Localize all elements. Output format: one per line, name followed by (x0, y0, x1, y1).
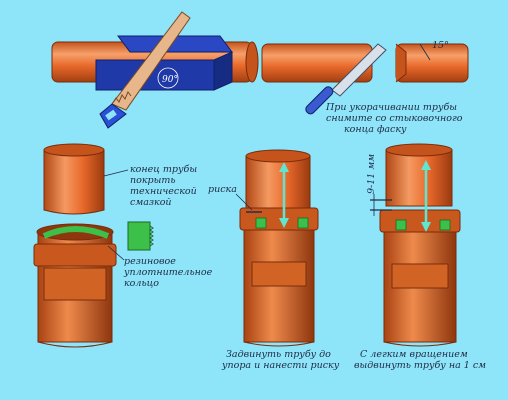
seal-left-2 (395, 219, 407, 231)
seal-line2: уплотнительное (123, 267, 213, 278)
lube-line2: покрыть (130, 175, 176, 186)
socket-collar (33, 243, 117, 267)
file-blade (331, 43, 387, 97)
withdrawn-pipe-rim (385, 143, 453, 157)
lube-pointer (103, 169, 129, 177)
lube-line3: технической (130, 186, 197, 197)
chamfer-edge (395, 43, 407, 83)
seal-left (255, 217, 267, 229)
mark-arrow-head-bottom (279, 218, 289, 228)
withdraw-step: 9-11 мм С легким вращением выдвинуть тру… (354, 143, 486, 371)
step3-line2: упора и нанести риску (221, 360, 340, 371)
withdrawn-socket-step (391, 263, 449, 289)
lube-line4: смазкой (130, 197, 172, 208)
lube-line1: конец трубы (130, 164, 197, 175)
seal-ring (42, 226, 110, 239)
chamfer-note-line3: конца фаску (344, 124, 407, 135)
chamfer-note-line1: При укорачивании трубы (325, 102, 457, 113)
mark-arrow-head-top (279, 162, 289, 172)
mark-label: риска (208, 184, 237, 195)
seal-pointer (107, 245, 125, 261)
seal-right-2 (439, 219, 451, 231)
gap-label: 9-11 мм (366, 154, 377, 194)
angle-15-label: 15° (432, 40, 449, 51)
saw-handle-grip (105, 109, 117, 121)
withdraw-arrow-head-top (421, 160, 431, 170)
seal-line3: кольцо (124, 278, 159, 289)
seal-ring-sample-teeth (149, 225, 154, 247)
inserted-socket-bottom (243, 341, 315, 347)
seal-right (297, 217, 309, 229)
saw-blade (111, 11, 191, 111)
angle-indicator (419, 43, 431, 61)
angle-badge (157, 67, 179, 89)
step4-line1: С легким вращением (360, 349, 468, 360)
socket-bottom (37, 341, 113, 348)
pipe-top-rim (43, 143, 105, 157)
mark-pointer (235, 193, 253, 211)
lubricate-step: конец трубы покрыть технической смазкой … (33, 143, 213, 348)
step3-line1: Задвинуть трубу до (226, 349, 331, 360)
inserted-socket-step (251, 261, 307, 287)
miter-box-side (213, 51, 233, 91)
socket-inner-step (43, 267, 107, 301)
insert-step: риска Задвинуть трубу до упора и нанести… (208, 149, 340, 371)
angle-90-label: 90° (162, 75, 178, 85)
chamfer-note-line2: снимите со стыковочного (326, 113, 463, 124)
seal-line1: резиновое (124, 256, 176, 267)
saw-teeth (111, 91, 132, 105)
cutting-step: 90° (51, 11, 259, 129)
withdraw-arrow-head-bottom (421, 222, 431, 232)
chamfer-step: 15° При укорачивании трубы снимите со ст… (261, 40, 469, 135)
pipe-end-cap (245, 41, 259, 83)
step4-line2: выдвинуть трубу на 1 см (354, 360, 486, 371)
seal-ring-sample (127, 221, 151, 251)
inserted-pipe-rim (245, 149, 311, 163)
file-handle (305, 86, 334, 115)
withdrawn-socket-bottom (383, 341, 457, 347)
